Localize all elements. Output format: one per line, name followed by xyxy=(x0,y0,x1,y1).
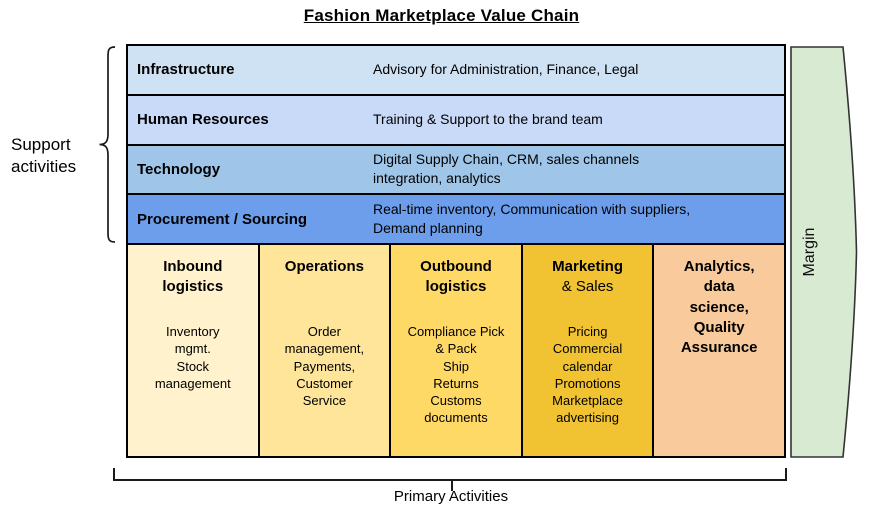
margin-arrow-shape xyxy=(790,46,858,458)
diagram-title: Fashion Marketplace Value Chain xyxy=(303,6,580,25)
primary-col-body: Pricing Commercial calendar Promotions M… xyxy=(552,324,623,426)
support-row-name: Technology xyxy=(137,160,221,178)
primary-col-operations: Operations Order management, Payments, C… xyxy=(259,245,392,456)
support-row-desc: Training & Support to the brand team xyxy=(373,111,603,128)
support-row-infrastructure: Infrastructure Advisory for Administrati… xyxy=(128,46,784,96)
primary-col-heading: Inbound logistics xyxy=(162,258,224,296)
support-brace-icon xyxy=(99,46,116,243)
support-row-desc: Advisory for Administration, Finance, Le… xyxy=(373,61,639,78)
primary-col-outbound-logistics: Outbound logistics Compliance Pick & Pac… xyxy=(391,245,523,456)
support-row-procurement: Procurement / Sourcing Real-time invento… xyxy=(128,195,784,245)
support-row-human-resources: Human Resources Training & Support to th… xyxy=(128,95,784,146)
primary-col-body: Compliance Pick & Pack Ship Returns Cust… xyxy=(407,324,505,426)
support-activities-label: Support activities xyxy=(11,135,77,176)
primary-col-body: Order management, Payments, Customer Ser… xyxy=(284,324,365,409)
primary-col-heading: Marketing & Sales xyxy=(523,257,653,323)
value-chain-table: Infrastructure Advisory for Administrati… xyxy=(126,44,786,458)
margin-label: Margin xyxy=(801,228,818,277)
primary-activities-block: Inbound logistics Inventory mgmt. Stock … xyxy=(128,245,784,456)
support-row-name: Procurement / Sourcing xyxy=(137,210,308,228)
primary-col-heading: Outbound logistics xyxy=(420,258,492,296)
support-activities-block: Infrastructure Advisory for Administrati… xyxy=(128,46,784,245)
support-row-technology: Technology Digital Supply Chain, CRM, sa… xyxy=(128,145,784,196)
primary-col-analytics: Analytics, data science, Quality Assuran… xyxy=(654,245,784,456)
support-row-name: Infrastructure xyxy=(137,61,235,79)
primary-col-heading: Analytics, data science, Quality Assuran… xyxy=(680,258,758,356)
support-row-desc: Real-time inventory, Communication with … xyxy=(373,201,691,237)
primary-col-heading-line2: & Sales xyxy=(561,278,614,296)
primary-col-marketing-sales: Marketing & Sales Pricing Commercial cale… xyxy=(522,245,655,456)
support-row-name: Human Resources xyxy=(137,111,269,129)
primary-col-body: Inventory mgmt. Stock management xyxy=(154,324,231,391)
primary-activities-label: Primary Activities xyxy=(393,488,509,505)
primary-col-heading-line1: Marketing xyxy=(552,258,623,275)
support-row-desc: Digital Supply Chain, CRM, sales channel… xyxy=(373,151,640,187)
primary-col-heading: Operations xyxy=(284,258,364,275)
primary-col-inbound-logistics: Inbound logistics Inventory mgmt. Stock … xyxy=(128,245,260,456)
primary-activities-bracket-icon xyxy=(113,468,787,491)
margin-arrow: Margin xyxy=(790,46,858,458)
